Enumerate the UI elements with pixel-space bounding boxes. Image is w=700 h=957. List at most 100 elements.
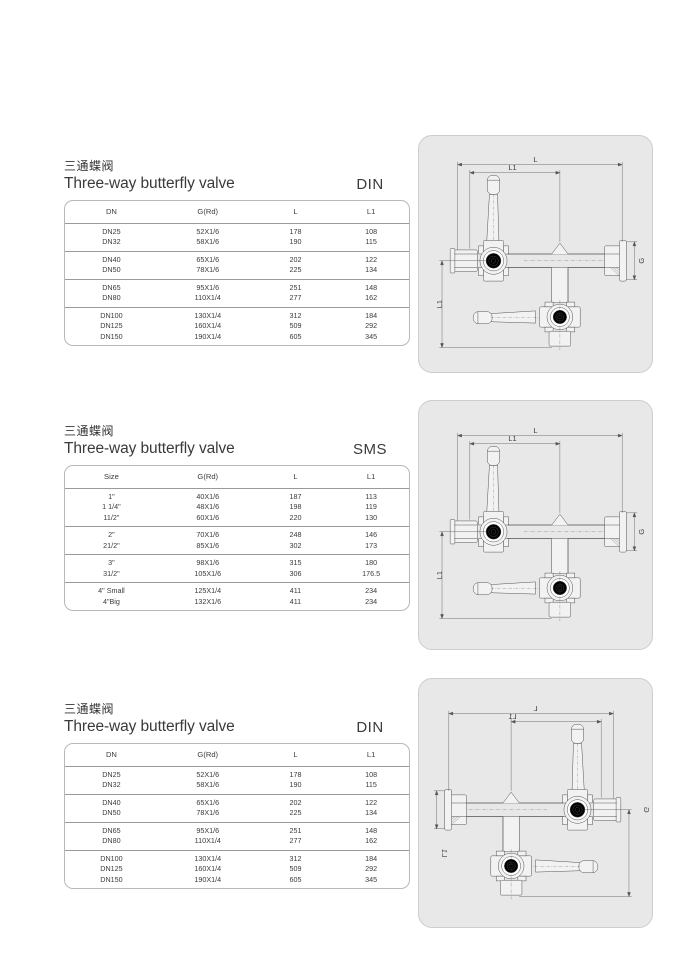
cell-length-l: 220 [289, 512, 302, 522]
cell-size: DN125 [100, 864, 123, 873]
cell-length-l1: 146 [365, 530, 378, 539]
column-header: L [293, 206, 298, 216]
cell-length-l1: 162 [365, 836, 378, 845]
cell-length-l: 315 [289, 558, 302, 567]
column-header: L [293, 471, 298, 481]
svg-text:L: L [533, 426, 537, 435]
svg-text:L1: L1 [508, 712, 516, 721]
cell-thread: 125X1/4 [194, 586, 222, 595]
cell-thread: 48X1/6 [196, 502, 220, 511]
cell-length-l: 187 [289, 491, 302, 501]
cell-size: 4" Small [98, 586, 125, 595]
svg-text:G: G [637, 258, 646, 264]
cell-size: DN50 [102, 808, 121, 817]
cell-thread: 70X1/6 [196, 530, 220, 539]
cell-size: DN100 [100, 853, 123, 863]
cell-length-l1: 130 [365, 512, 378, 522]
cell-size: DN80 [102, 293, 121, 302]
cell-length-l: 248 [289, 530, 302, 539]
table-row: 2" 70X1/6 248 146 [65, 527, 409, 541]
cell-length-l: 605 [289, 874, 302, 884]
cell-thread: 60X1/6 [196, 512, 220, 522]
cell-size: DN150 [100, 874, 123, 884]
cell-length-l: 198 [289, 502, 302, 511]
column-header: L1 [366, 749, 376, 759]
cell-length-l: 509 [289, 864, 302, 873]
valve-drawing-panel: L L1 L1 G [418, 135, 653, 373]
cell-size: 31/2" [103, 568, 120, 578]
cell-length-l: 411 [289, 596, 302, 606]
cell-size: DN40 [102, 254, 121, 264]
cell-length-l1: 234 [365, 586, 378, 595]
cell-length-l: 190 [289, 780, 302, 789]
cell-size: 1 1/4" [102, 502, 121, 511]
table-row: 11/2" 60X1/6 220 130 [65, 513, 409, 527]
cell-size: DN32 [102, 780, 121, 789]
product-title-cn: 三通蝶阀 [64, 424, 115, 438]
column-header: G(Rd) [197, 206, 219, 216]
cell-length-l1: 176.5 [362, 568, 381, 578]
cell-thread: 132X1/6 [194, 596, 222, 606]
cell-length-l1: 162 [365, 293, 378, 302]
cell-size: 11/2" [103, 512, 120, 522]
cell-length-l: 251 [289, 825, 302, 835]
cell-length-l: 509 [289, 321, 302, 330]
cell-size: 4"Big [102, 596, 120, 606]
cell-size: DN25 [102, 769, 121, 779]
cell-size: 2" [108, 530, 115, 539]
standard-label: SMS [352, 441, 387, 458]
cell-length-l1: 119 [365, 502, 377, 511]
cell-thread: 160X1/4 [194, 864, 222, 873]
cell-thread: 40X1/6 [196, 491, 220, 501]
cell-thread: 52X1/6 [196, 226, 220, 236]
cell-length-l: 312 [289, 853, 302, 863]
cell-size: DN100 [100, 310, 123, 320]
column-header: G(Rd) [197, 471, 219, 481]
cell-thread: 160X1/4 [194, 321, 222, 330]
cell-length-l: 306 [289, 568, 302, 578]
cell-length-l: 202 [289, 254, 302, 264]
cell-thread: 98X1/6 [196, 558, 220, 567]
svg-text:G: G [642, 807, 651, 813]
cell-thread: 110X1/4 [194, 293, 221, 302]
cell-length-l: 302 [289, 540, 302, 550]
standard-label: DIN [356, 176, 384, 193]
standard-label: DIN [356, 719, 384, 736]
column-header: L1 [366, 206, 376, 216]
product-title-en: Three-way butterfly valve [64, 440, 235, 457]
cell-size: DN50 [102, 265, 121, 274]
svg-text:L: L [533, 155, 537, 164]
cell-length-l: 178 [289, 226, 302, 236]
cell-thread: 105X1/6 [194, 568, 222, 578]
cell-length-l: 251 [289, 282, 302, 292]
cell-length-l: 605 [289, 331, 302, 341]
valve-technical-drawing: L L1 L1 G [419, 401, 652, 649]
cell-thread: 65X1/6 [196, 254, 220, 264]
cell-size: DN65 [102, 825, 121, 835]
cell-thread: 65X1/6 [196, 797, 220, 807]
cell-length-l1: 108 [365, 226, 378, 236]
column-header: Size [104, 471, 119, 481]
